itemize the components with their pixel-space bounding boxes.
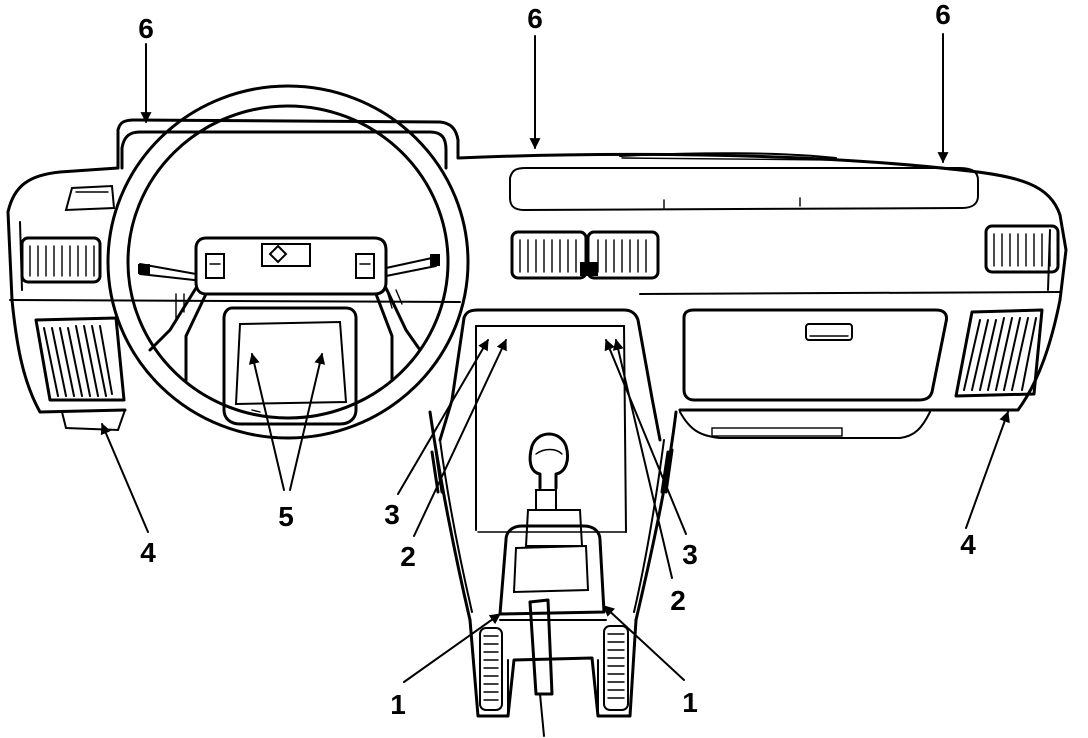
lower-console-vent-left bbox=[479, 627, 503, 711]
left-lower-grille bbox=[34, 316, 126, 402]
callout-label-4-right: 4 bbox=[960, 529, 976, 560]
callout-label-5: 5 bbox=[278, 501, 294, 532]
callout-label-3-right: 3 bbox=[682, 539, 698, 570]
arrow-1-right bbox=[603, 605, 685, 681]
instrument-cowl bbox=[64, 130, 448, 212]
callout-label-6-left: 6 bbox=[138, 13, 154, 44]
callout-label-1-right: 1 bbox=[682, 687, 698, 718]
right-side-air-vent bbox=[984, 224, 1060, 274]
callout-arrows bbox=[100, 33, 1010, 683]
steering-wheel bbox=[106, 84, 470, 440]
dashboard-outline bbox=[6, 118, 1068, 439]
callout-label-2-right: 2 bbox=[670, 585, 686, 616]
lower-console-vent-right bbox=[603, 625, 629, 711]
left-side-air-vent bbox=[20, 236, 102, 284]
arrow-5-right bbox=[289, 352, 326, 491]
arrow-4-right bbox=[965, 410, 1010, 529]
callout-label-6-center: 6 bbox=[527, 3, 543, 34]
arrow-1-left bbox=[403, 613, 501, 683]
glove-box bbox=[682, 308, 948, 402]
arrow-3-left bbox=[397, 339, 489, 495]
callout-label-2-left: 2 bbox=[400, 541, 416, 572]
callout-label-6-right: 6 bbox=[935, 0, 951, 30]
callout-labels: 6 6 6 5 4 4 3 3 2 2 1 1 bbox=[138, 0, 976, 720]
center-display-panel bbox=[509, 152, 979, 212]
right-lower-grille bbox=[954, 308, 1044, 398]
arrow-5-left bbox=[248, 352, 285, 491]
arrow-2-left bbox=[413, 339, 507, 537]
center-console bbox=[428, 308, 678, 718]
arrow-2-right bbox=[612, 338, 673, 579]
arrow-4-left bbox=[100, 422, 149, 533]
callout-label-1-left: 1 bbox=[390, 689, 406, 720]
callout-label-3-left: 3 bbox=[384, 499, 400, 530]
center-air-vents bbox=[510, 230, 660, 280]
gear-lever bbox=[498, 432, 606, 737]
arrow-3-right bbox=[604, 338, 687, 535]
callout-label-4-left: 4 bbox=[140, 537, 156, 568]
